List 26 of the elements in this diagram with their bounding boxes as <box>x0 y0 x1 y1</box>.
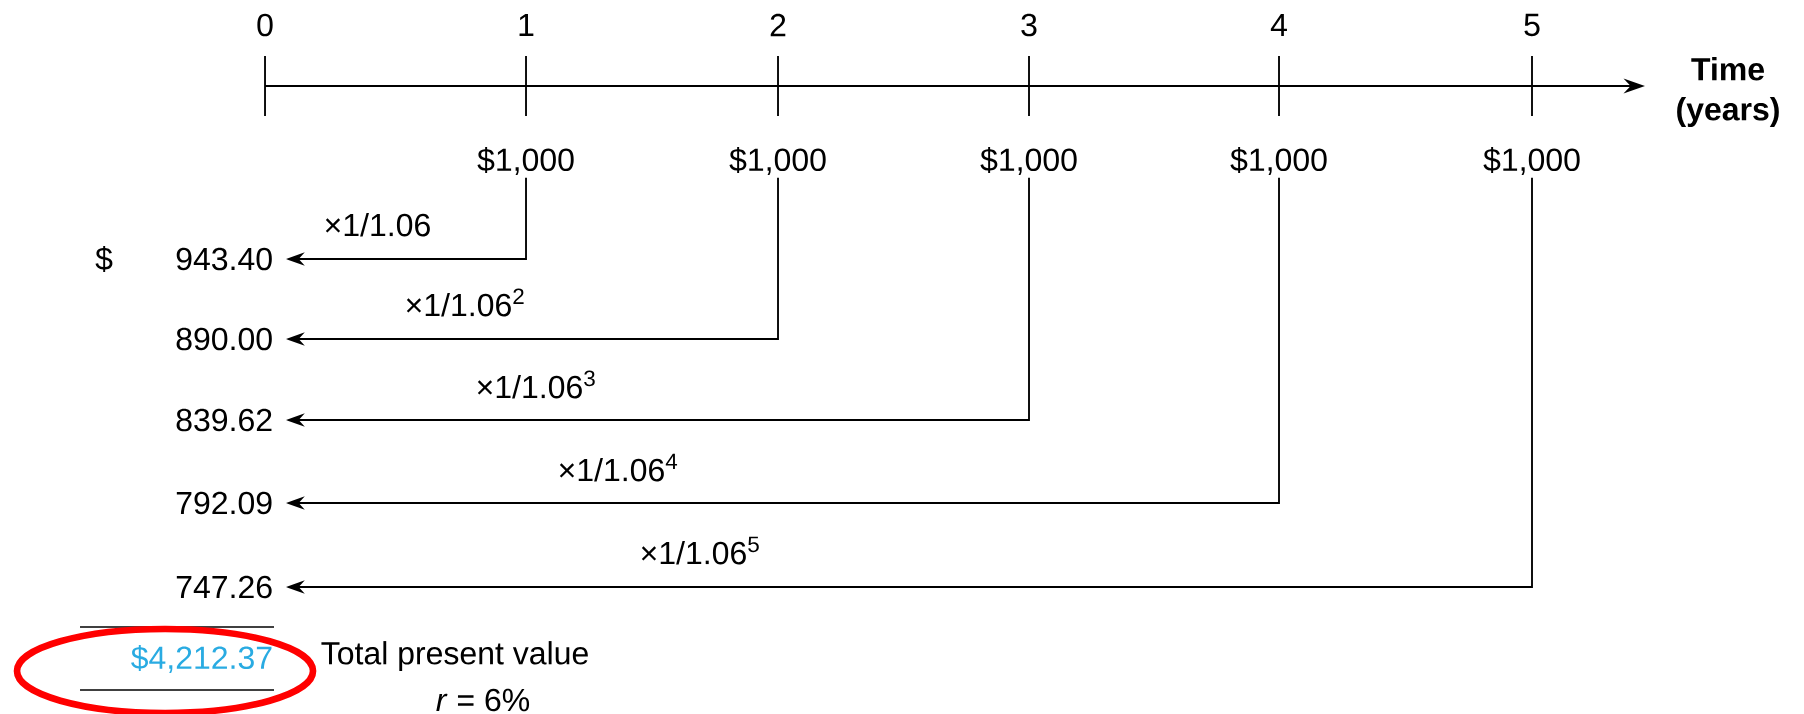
edge-label: ×1/1.06 <box>325 212 430 237</box>
present-value: 747.26 <box>176 575 272 599</box>
cash-flow-amount: $1,000 <box>729 147 826 175</box>
rate-label: r = 6% <box>436 688 530 712</box>
present-value: 943.40 <box>176 247 272 271</box>
edge-label: ×1/1.06$^{4}$ <box>559 453 678 482</box>
cash-flow-amount: $1,000 <box>477 147 574 175</box>
tick-label: 4 <box>1270 14 1287 36</box>
present-value: 839.62 <box>176 408 272 432</box>
edge-label: ×1/1.06$^{3}$ <box>477 370 595 399</box>
tick-label: 3 <box>1021 13 1037 37</box>
total-caption: Total present value <box>321 641 588 671</box>
present-value: 792.09 <box>176 491 272 515</box>
edge-label: ×1/1.06$^{2}$ <box>406 288 524 317</box>
axis-title: Time (years) <box>1677 57 1779 127</box>
total-value: $4,212.37 <box>131 645 272 673</box>
edge-label: ×1/1.06$^{5}$ <box>641 536 759 565</box>
cash-flow-amount: $1,000 <box>980 147 1077 175</box>
tick-label: 0 <box>257 13 273 37</box>
cash-flow-amount: $1,000 <box>1483 147 1580 175</box>
currency-sign: $ <box>95 246 113 272</box>
tick-label: 5 <box>1524 13 1540 37</box>
tick-label: 1 <box>519 14 534 36</box>
tick-label: 2 <box>770 13 786 37</box>
present-value: 890.00 <box>176 327 272 351</box>
cash-flow-amount: $1,000 <box>1230 147 1327 175</box>
